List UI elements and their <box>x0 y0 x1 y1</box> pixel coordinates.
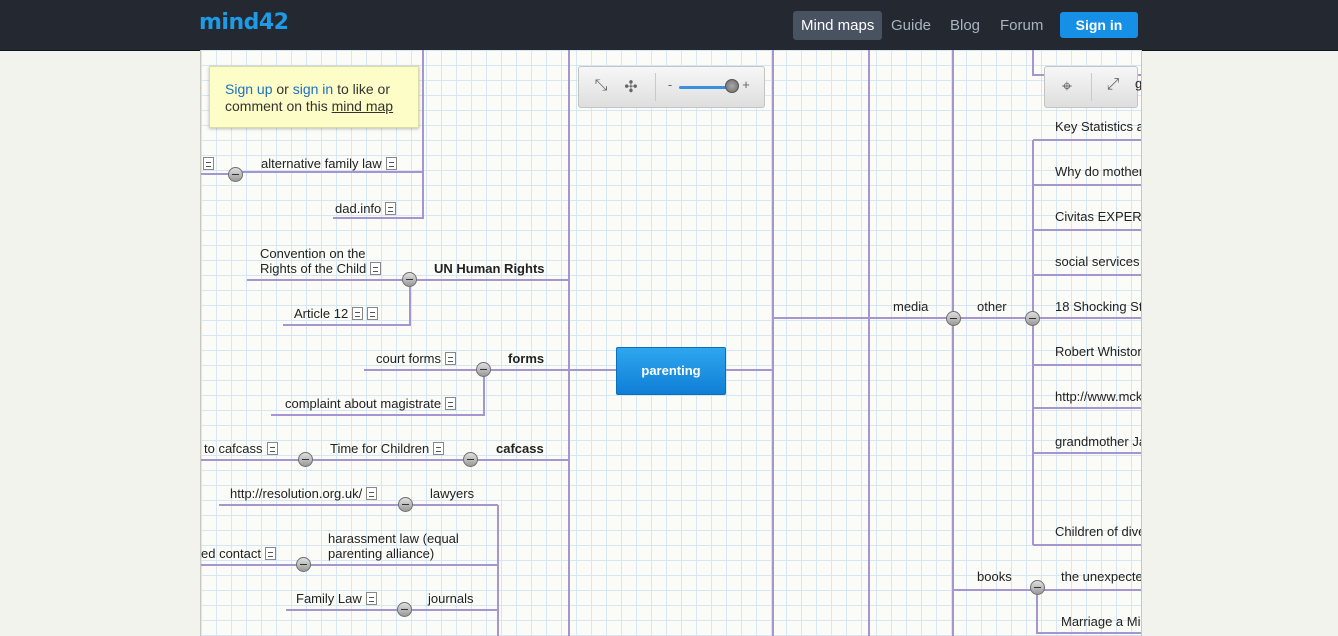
toolbar-separator <box>655 73 656 101</box>
zoom-in-icon[interactable]: + <box>742 77 750 92</box>
doc-icon <box>201 156 214 171</box>
collapse-toggle[interactable] <box>298 452 313 467</box>
node-article-12[interactable]: Article 12 <box>294 306 379 321</box>
center-icon[interactable]: ⌖ <box>1061 76 1073 96</box>
collapse-toggle[interactable] <box>402 272 417 287</box>
node-cut-top[interactable]: g <box>1135 76 1142 91</box>
view-toolbar: ⤡ ✣ - + <box>578 66 765 108</box>
node-other-item[interactable]: Robert Whiston <box>1055 344 1142 359</box>
doc-icon <box>370 262 382 275</box>
node-book-item[interactable]: the unexpecte <box>1061 569 1142 584</box>
mind-map-canvas[interactable]: Sign up or sign in to like or comment on… <box>200 50 1142 636</box>
root-node[interactable]: parenting <box>616 347 726 395</box>
doc-icon <box>367 307 379 320</box>
top-bar: mind42 Mind maps Guide Blog Forum Sign i… <box>0 0 1338 51</box>
node-other-item[interactable]: Why do mother <box>1055 164 1142 179</box>
collapse-toggle[interactable] <box>946 311 961 326</box>
node-cafcass[interactable]: cafcass <box>496 441 544 456</box>
node-to-cafcass[interactable]: to cafcass <box>204 441 278 456</box>
node-other-item[interactable]: 18 Shocking St <box>1055 299 1142 314</box>
mind42-logo[interactable]: mind42 <box>199 10 289 35</box>
collapse-toggle[interactable] <box>398 497 413 512</box>
doc-icon <box>352 307 364 320</box>
signin-notice: Sign up or sign in to like or comment on… <box>209 66 419 128</box>
node-journals[interactable]: journals <box>428 591 474 606</box>
sign-in-button[interactable]: Sign in <box>1060 12 1138 38</box>
node-media[interactable]: media <box>893 299 929 314</box>
doc-icon <box>266 442 278 455</box>
collapse-toggle[interactable] <box>397 602 412 617</box>
collapse-toggle[interactable] <box>463 452 478 467</box>
node-other-item[interactable]: grandmother Ja <box>1055 434 1142 449</box>
node-family-law[interactable]: Family Law <box>296 591 377 606</box>
node-court-forms[interactable]: court forms <box>376 351 457 366</box>
node-ed-contact[interactable]: ed contact <box>201 546 276 561</box>
node-forms[interactable]: forms <box>508 351 545 366</box>
nav-guide[interactable]: Guide <box>891 17 932 34</box>
doc-icon <box>433 442 445 455</box>
doc-icon <box>385 157 397 170</box>
connector-lines <box>201 50 1141 636</box>
node-other-item[interactable]: http://www.mck <box>1055 389 1142 404</box>
node-complaint[interactable]: complaint about magistrate <box>285 396 457 411</box>
node-books[interactable]: books <box>977 569 1012 584</box>
mind-map-link[interactable]: mind map <box>331 98 394 114</box>
doc-icon <box>265 547 276 560</box>
node-lawyers[interactable]: lawyers <box>430 486 475 501</box>
node-book-item[interactable]: Marriage a Mi <box>1061 614 1141 629</box>
zoom-out-icon[interactable]: - <box>667 77 673 92</box>
signin-link[interactable]: sign in <box>292 81 334 97</box>
zoom-slider-track[interactable] <box>679 86 735 89</box>
collapse-toggle[interactable] <box>476 362 491 377</box>
node-other[interactable]: other <box>977 299 1007 314</box>
node-alternative-family-law[interactable]: alternative family law <box>261 156 397 171</box>
node-harassment-law[interactable]: harassment law (equal parenting alliance… <box>328 531 459 561</box>
doc-icon <box>445 397 457 410</box>
node-other-item[interactable]: Key Statistics a <box>1055 119 1142 134</box>
doc-icon <box>445 352 457 365</box>
nav-forum[interactable]: Forum <box>1000 17 1044 34</box>
collapse-toggle[interactable] <box>296 557 311 572</box>
collapse-toggle[interactable] <box>228 167 243 182</box>
collapse-toggle[interactable] <box>1030 580 1045 595</box>
zoom-slider-knob[interactable] <box>725 79 739 93</box>
expand-all-icon[interactable]: ✣ <box>624 79 638 96</box>
node-other-item[interactable]: social services <box>1055 254 1140 269</box>
node-dad-info[interactable]: dad.info <box>335 201 397 216</box>
doc-icon <box>365 592 377 605</box>
node-un-human-rights[interactable]: UN Human Rights <box>434 261 545 276</box>
notice-text: to like or comment on this <box>225 81 390 114</box>
node-other-item[interactable]: Civitas EXPER <box>1055 209 1142 224</box>
node-resolution[interactable]: http://resolution.org.uk/ <box>230 486 378 501</box>
collapse-toggle[interactable] <box>1025 311 1040 326</box>
toolbar-separator <box>1091 73 1092 101</box>
fullscreen-icon[interactable]: ⤢ <box>1106 76 1120 93</box>
signup-link[interactable]: Sign up <box>225 81 273 97</box>
node-time-for-children[interactable]: Time for Children <box>330 441 445 456</box>
notice-or: or <box>276 81 289 97</box>
collapse-all-icon[interactable]: ⤡ <box>594 77 608 94</box>
node-other-item[interactable]: Children of dive <box>1055 524 1142 539</box>
navigation-toolbar: ⌖ ⤢ <box>1044 66 1138 108</box>
nav-mind-maps[interactable]: Mind maps <box>793 11 883 40</box>
doc-icon <box>366 487 378 500</box>
node-convention[interactable]: Convention on the Rights of the Child <box>260 246 400 276</box>
nav-blog[interactable]: Blog <box>950 17 981 34</box>
doc-icon <box>385 202 397 215</box>
